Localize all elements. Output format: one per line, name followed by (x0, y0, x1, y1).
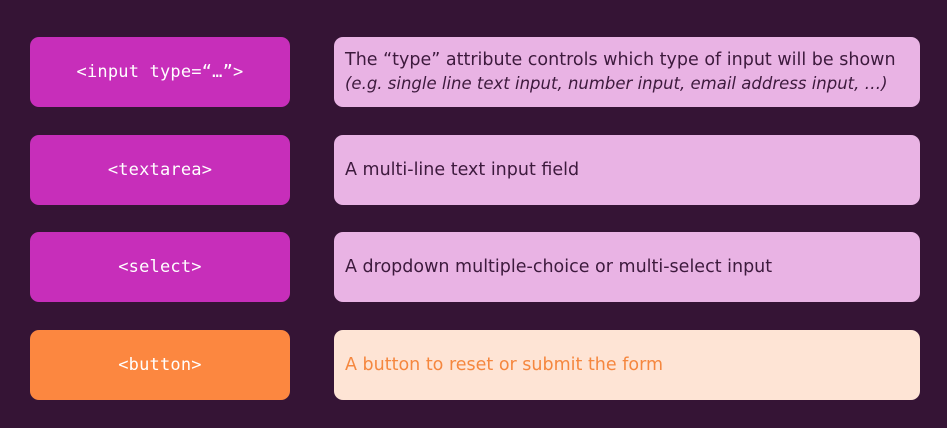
input-tag-box: <input type=“…”> (30, 37, 290, 107)
textarea-description-box: A multi-line text input field (334, 135, 920, 205)
button-description-box: A button to reset or submit the form (334, 330, 920, 400)
input-description-note: (e.g. single line text input, number inp… (345, 74, 888, 93)
row-textarea: <textarea> A multi-line text input field (30, 135, 920, 205)
select-description-box: A dropdown multiple-choice or multi-sele… (334, 232, 920, 302)
textarea-tag-box: <textarea> (30, 135, 290, 205)
input-description: The “type” attribute controls which type… (345, 50, 896, 70)
input-description-box: The “type” attribute controls which type… (334, 37, 920, 107)
select-tag-box: <select> (30, 232, 290, 302)
textarea-description: A multi-line text input field (345, 159, 580, 180)
button-tag-box: <button> (30, 330, 290, 400)
select-description: A dropdown multiple-choice or multi-sele… (345, 256, 773, 277)
button-description: A button to reset or submit the form (345, 354, 664, 375)
row-input: <input type=“…”> The “type” attribute co… (30, 37, 920, 107)
row-select: <select> A dropdown multiple-choice or m… (30, 232, 920, 302)
row-button: <button> A button to reset or submit the… (30, 330, 920, 400)
